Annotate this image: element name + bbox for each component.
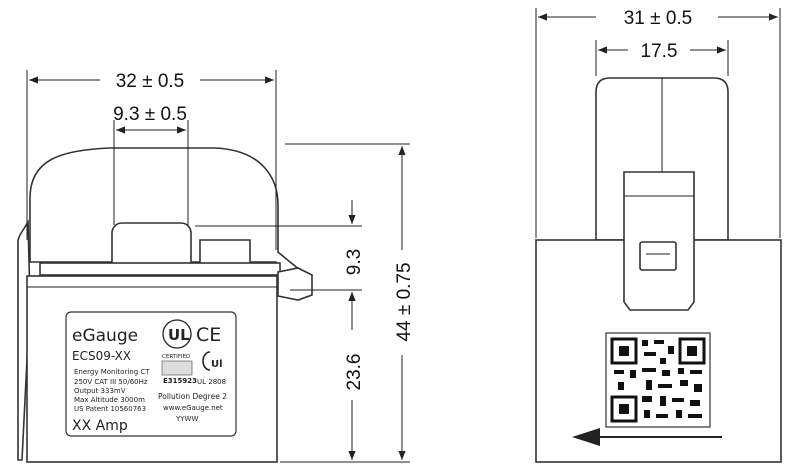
dim-width-overall: 32 ± 0.5 — [116, 71, 185, 92]
label-spec-1: 250V CAT III 50/60Hz — [74, 378, 148, 386]
side-latch — [623, 171, 695, 311]
label-date-code: YYWW — [175, 415, 198, 423]
label-pollution: Pollution Degree 2 — [158, 392, 227, 401]
qr-code-icon — [605, 332, 711, 428]
side-dimensions: 31 ± 0.5 17.5 — [535, 8, 781, 238]
svg-text:Ul: Ul — [211, 359, 223, 370]
label-ul-standard: UL 2808 — [197, 378, 226, 386]
label-amp: XX Amp — [72, 418, 128, 434]
label-website: www.eGauge.net — [163, 404, 223, 412]
cul-mark-icon: Ul — [202, 351, 223, 371]
svg-text:UL: UL — [168, 326, 190, 344]
svg-text:CERTIFIED: CERTIFIED — [162, 354, 190, 360]
dim-body-height: 23.6 — [344, 354, 365, 391]
front-dimensions: 32 ± 0.5 9.3 ± 0.5 9.3 23.6 44 ± 0.75 — [26, 70, 415, 463]
dim-top-width: 17.5 — [641, 41, 678, 62]
ce-mark-icon: CE — [196, 324, 221, 346]
label-spec-4: US Patent 10560763 — [74, 405, 146, 413]
dim-window-width: 9.3 ± 0.5 — [113, 104, 187, 125]
front-view: eGauge ECS09-XX Energy Monitoring CT 250… — [17, 147, 313, 463]
label-spec-0: Energy Monitoring CT — [74, 368, 150, 376]
product-label — [65, 311, 237, 437]
label-spec-3: Max Altitude 3000m — [74, 396, 145, 404]
side-view — [535, 77, 782, 463]
svg-text:E315923: E315923 — [163, 377, 197, 385]
dim-side-width: 31 ± 0.5 — [624, 8, 693, 29]
dim-height-overall: 44 ± 0.75 — [394, 262, 415, 341]
label-brand: eGauge — [72, 326, 138, 346]
ul-certified-icon: UL CERTIFIED E315923 — [161, 319, 197, 385]
dim-window-height: 9.3 — [344, 249, 365, 275]
latch-button — [639, 241, 677, 271]
arrow-left-icon — [572, 428, 722, 446]
label-model: ECS09-XX — [72, 349, 131, 363]
label-spec-2: Output 333mV — [74, 387, 126, 395]
clamp-ledge — [39, 262, 281, 276]
hinge — [277, 267, 313, 301]
